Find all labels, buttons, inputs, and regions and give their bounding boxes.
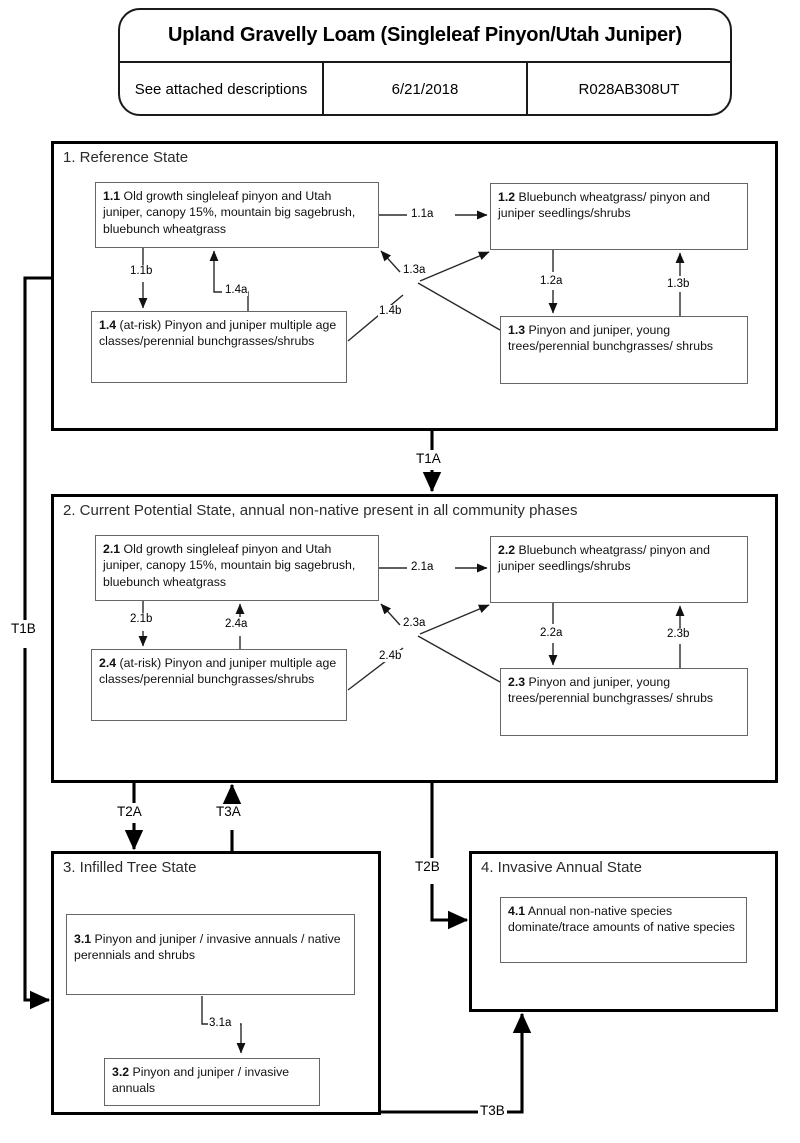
phase-text-1-3: Pinyon and juniper, young trees/perennia… <box>508 323 714 354</box>
transition-label-t1a: T1A <box>414 451 443 466</box>
pathway-label-2-2a: 2.2a <box>539 627 564 639</box>
phase-number-3-1: 3.1 <box>74 932 92 946</box>
phase-text-3-1: Pinyon and juniper / invasive annuals / … <box>74 932 341 963</box>
phase-text-3-2: Pinyon and juniper / invasive annuals <box>112 1065 290 1096</box>
phase-box-1-4: 1.4 (at-risk) Pinyon and juniper multipl… <box>91 311 347 383</box>
phase-number-1-4: 1.4 <box>99 318 117 332</box>
phase-box-4-1: 4.1 Annual non-native species dominate/t… <box>500 897 747 963</box>
transition-t1b-lower <box>23 648 36 1002</box>
pathway-label-1-3b: 1.3b <box>666 278 691 290</box>
pathway-label-1-1a: 1.1a <box>410 208 435 220</box>
phase-text-1-2: Bluebunch wheatgrass/ pinyon and juniper… <box>498 190 710 221</box>
title-plate: Upland Gravelly Loam (Singleleaf Pinyon/… <box>118 8 732 116</box>
pathway-label-2-3a: 2.3a <box>402 617 427 629</box>
header-cell-date: 6/21/2018 <box>322 63 526 114</box>
transition-label-t1b: T1B <box>9 621 38 636</box>
phase-text-1-1: Old growth singleleaf pinyon and Utah ju… <box>103 189 356 236</box>
header-cell-site-id: R028AB308UT <box>526 63 730 114</box>
phase-text-4-1: Annual non-native species dominate/trace… <box>508 904 735 935</box>
pathway-label-1-3a: 1.3a <box>402 264 427 276</box>
transition-label-t2b: T2B <box>413 859 442 874</box>
pathway-label-3-1a: 3.1a <box>208 1017 233 1029</box>
phase-text-2-2: Bluebunch wheatgrass/ pinyon and juniper… <box>498 543 710 574</box>
pathway-label-2-4b: 2.4b <box>378 650 403 662</box>
state-title-3: 3. Infilled Tree State <box>63 859 197 876</box>
phase-box-2-3: 2.3 Pinyon and juniper, young trees/pere… <box>500 668 748 736</box>
pathway-label-2-1b: 2.1b <box>129 613 154 625</box>
phase-box-2-2: 2.2 Bluebunch wheatgrass/ pinyon and jun… <box>490 536 748 603</box>
header-meta-row: See attached descriptions 6/21/2018 R028… <box>120 63 730 114</box>
phase-box-1-1: 1.1 Old growth singleleaf pinyon and Uta… <box>95 182 379 248</box>
transition-t3b-right <box>505 1035 524 1114</box>
transition-t1b-upper <box>23 276 51 620</box>
phase-number-1-2: 1.2 <box>498 190 516 204</box>
pathway-label-1-4a: 1.4a <box>224 284 249 296</box>
phase-number-2-3: 2.3 <box>508 675 526 689</box>
phase-text-1-4: (at-risk) Pinyon and juniper multiple ag… <box>99 318 337 349</box>
phase-box-2-1: 2.1 Old growth singleleaf pinyon and Uta… <box>95 535 379 601</box>
phase-number-1-1: 1.1 <box>103 189 121 203</box>
pathway-label-1-4b: 1.4b <box>378 305 403 317</box>
phase-box-3-2: 3.2 Pinyon and juniper / invasive annual… <box>104 1058 320 1106</box>
pathway-label-1-1b: 1.1b <box>129 265 154 277</box>
phase-box-3-1: 3.1 Pinyon and juniper / invasive annual… <box>66 914 355 995</box>
transition-label-t3a: T3A <box>214 804 243 819</box>
phase-box-1-2: 1.2 Bluebunch wheatgrass/ pinyon and jun… <box>490 183 748 250</box>
transition-label-t2a: T2A <box>115 804 144 819</box>
phase-number-3-2: 3.2 <box>112 1065 130 1079</box>
transition-label-t3b: T3B <box>478 1103 507 1118</box>
phase-number-2-2: 2.2 <box>498 543 516 557</box>
phase-number-2-4: 2.4 <box>99 656 117 670</box>
phase-number-2-1: 2.1 <box>103 542 121 556</box>
phase-box-1-3: 1.3 Pinyon and juniper, young trees/pere… <box>500 316 748 384</box>
phase-text-2-1: Old growth singleleaf pinyon and Utah ju… <box>103 542 356 589</box>
pathway-label-2-1a: 2.1a <box>410 561 435 573</box>
phase-box-2-4: 2.4 (at-risk) Pinyon and juniper multipl… <box>91 649 347 721</box>
pathway-label-2-4a: 2.4a <box>224 618 249 630</box>
state-title-4: 4. Invasive Annual State <box>481 859 642 876</box>
state-title-1: 1. Reference State <box>63 149 189 166</box>
header-cell-description: See attached descriptions <box>134 81 308 99</box>
pathway-label-1-2a: 1.2a <box>539 275 564 287</box>
pathway-label-2-3b: 2.3b <box>666 628 691 640</box>
state-title-2: 2. Current Potential State, annual non-n… <box>63 502 578 519</box>
phase-number-1-3: 1.3 <box>508 323 526 337</box>
phase-text-2-4: (at-risk) Pinyon and juniper multiple ag… <box>99 656 337 687</box>
phase-number-4-1: 4.1 <box>508 904 526 918</box>
phase-text-2-3: Pinyon and juniper, young trees/perennia… <box>508 675 714 706</box>
page-title: Upland Gravelly Loam (Singleleaf Pinyon/… <box>120 10 730 63</box>
transition-t2b-lower <box>430 884 450 922</box>
